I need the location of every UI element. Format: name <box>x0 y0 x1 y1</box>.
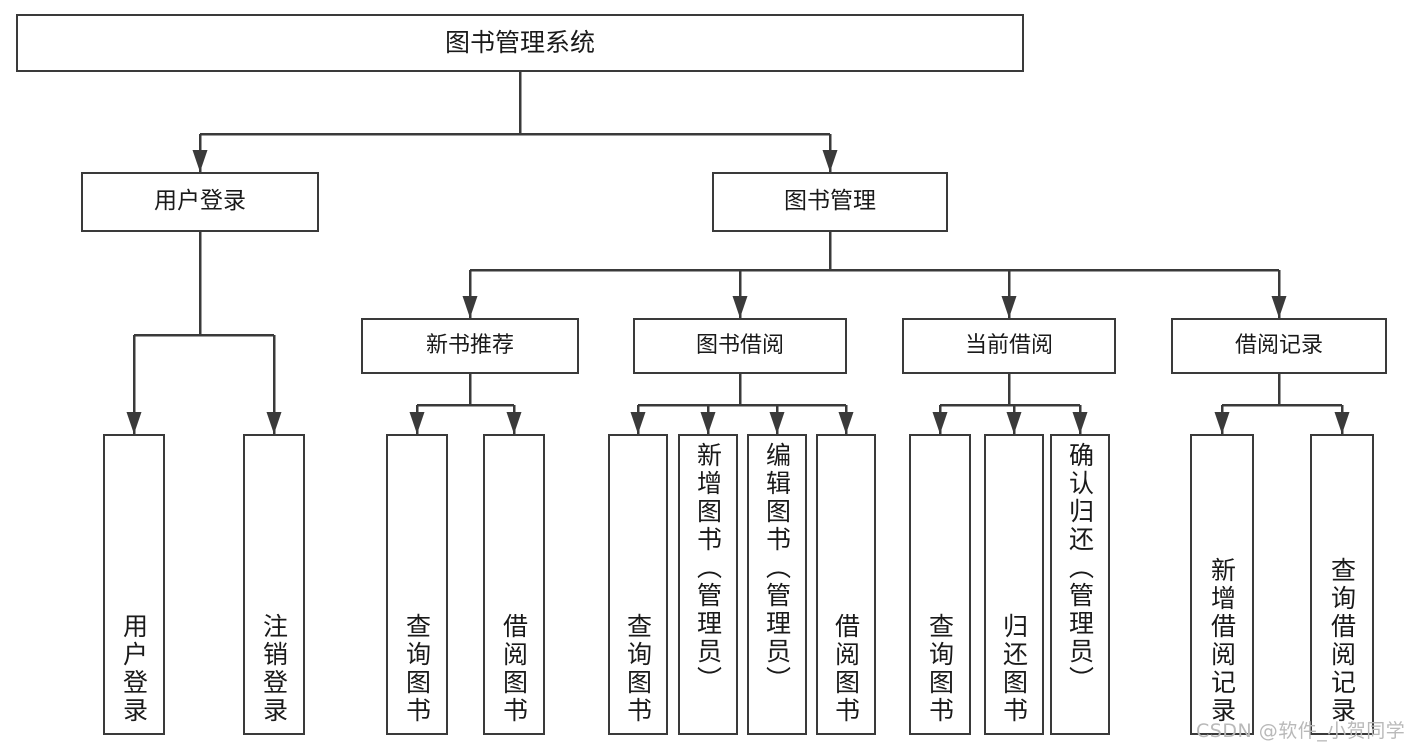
arrowhead-icon <box>192 150 208 172</box>
arrowhead-icon <box>409 412 425 434</box>
arrowhead-icon <box>126 412 142 434</box>
arrowhead-icon <box>1334 412 1350 434</box>
node-label: 借阅记录 <box>1234 332 1323 358</box>
node-user-login[interactable]: 用户登录 <box>81 172 319 232</box>
node-leaf-confirm-return[interactable]: 确认归还（管理员） <box>1050 434 1110 735</box>
node-leaf-query-book-3[interactable]: 查询图书 <box>909 434 971 735</box>
node-borrow-record[interactable]: 借阅记录 <box>1171 318 1387 374</box>
node-label: 查询图书 <box>925 613 955 725</box>
arrowhead-icon <box>932 412 948 434</box>
arrowhead-icon <box>700 412 716 434</box>
arrowhead-icon <box>838 412 854 434</box>
node-label: 新增借阅记录 <box>1207 557 1237 725</box>
node-leaf-user-logout[interactable]: 注销登录 <box>243 434 305 735</box>
node-label: 当前借阅 <box>964 332 1053 358</box>
node-label: 用户登录 <box>119 613 149 725</box>
node-label: 查询图书 <box>623 613 653 725</box>
node-leaf-borrow-book-2[interactable]: 借阅图书 <box>816 434 876 735</box>
node-leaf-query-book-1[interactable]: 查询图书 <box>386 434 448 735</box>
node-current-borrow[interactable]: 当前借阅 <box>902 318 1116 374</box>
node-leaf-user-login[interactable]: 用户登录 <box>103 434 165 735</box>
arrowhead-icon <box>1006 412 1022 434</box>
node-book-borrow[interactable]: 图书借阅 <box>633 318 847 374</box>
node-leaf-borrow-book-1[interactable]: 借阅图书 <box>483 434 545 735</box>
node-label: 借阅图书 <box>499 613 529 725</box>
node-book-manage[interactable]: 图书管理 <box>712 172 948 232</box>
node-label: 图书管理系统 <box>444 28 595 57</box>
node-label: 归还图书 <box>999 613 1029 725</box>
node-label: 新增图书（管理员） <box>693 442 723 694</box>
arrowhead-icon <box>630 412 646 434</box>
node-leaf-add-record[interactable]: 新增借阅记录 <box>1190 434 1254 735</box>
watermark: CSDN @软件_小贺同学 <box>1196 720 1405 742</box>
arrowhead-icon <box>732 296 748 318</box>
node-label: 查询借阅记录 <box>1327 557 1357 725</box>
node-label: 编辑图书（管理员） <box>762 442 792 694</box>
arrowhead-icon <box>1072 412 1088 434</box>
node-root[interactable]: 图书管理系统 <box>16 14 1024 72</box>
node-new-book-rec[interactable]: 新书推荐 <box>361 318 579 374</box>
arrowhead-icon <box>462 296 478 318</box>
node-label: 借阅图书 <box>831 613 861 725</box>
arrowhead-icon <box>1271 296 1287 318</box>
node-label: 用户登录 <box>154 188 246 215</box>
arrowhead-icon <box>822 150 838 172</box>
node-leaf-add-book[interactable]: 新增图书（管理员） <box>678 434 738 735</box>
node-leaf-edit-book[interactable]: 编辑图书（管理员） <box>747 434 807 735</box>
arrowhead-icon <box>1214 412 1230 434</box>
node-leaf-return-book[interactable]: 归还图书 <box>984 434 1044 735</box>
arrowhead-icon <box>1001 296 1017 318</box>
node-label: 确认归还（管理员） <box>1065 442 1095 694</box>
arrowhead-icon <box>506 412 522 434</box>
node-leaf-query-book-2[interactable]: 查询图书 <box>608 434 668 735</box>
node-label: 新书推荐 <box>425 332 514 358</box>
node-label: 查询图书 <box>402 613 432 725</box>
node-leaf-query-record[interactable]: 查询借阅记录 <box>1310 434 1374 735</box>
arrowhead-icon <box>266 412 282 434</box>
node-label: 注销登录 <box>259 613 289 725</box>
node-label: 图书管理 <box>784 188 876 215</box>
arrowhead-icon <box>769 412 785 434</box>
node-label: 图书借阅 <box>695 332 784 358</box>
